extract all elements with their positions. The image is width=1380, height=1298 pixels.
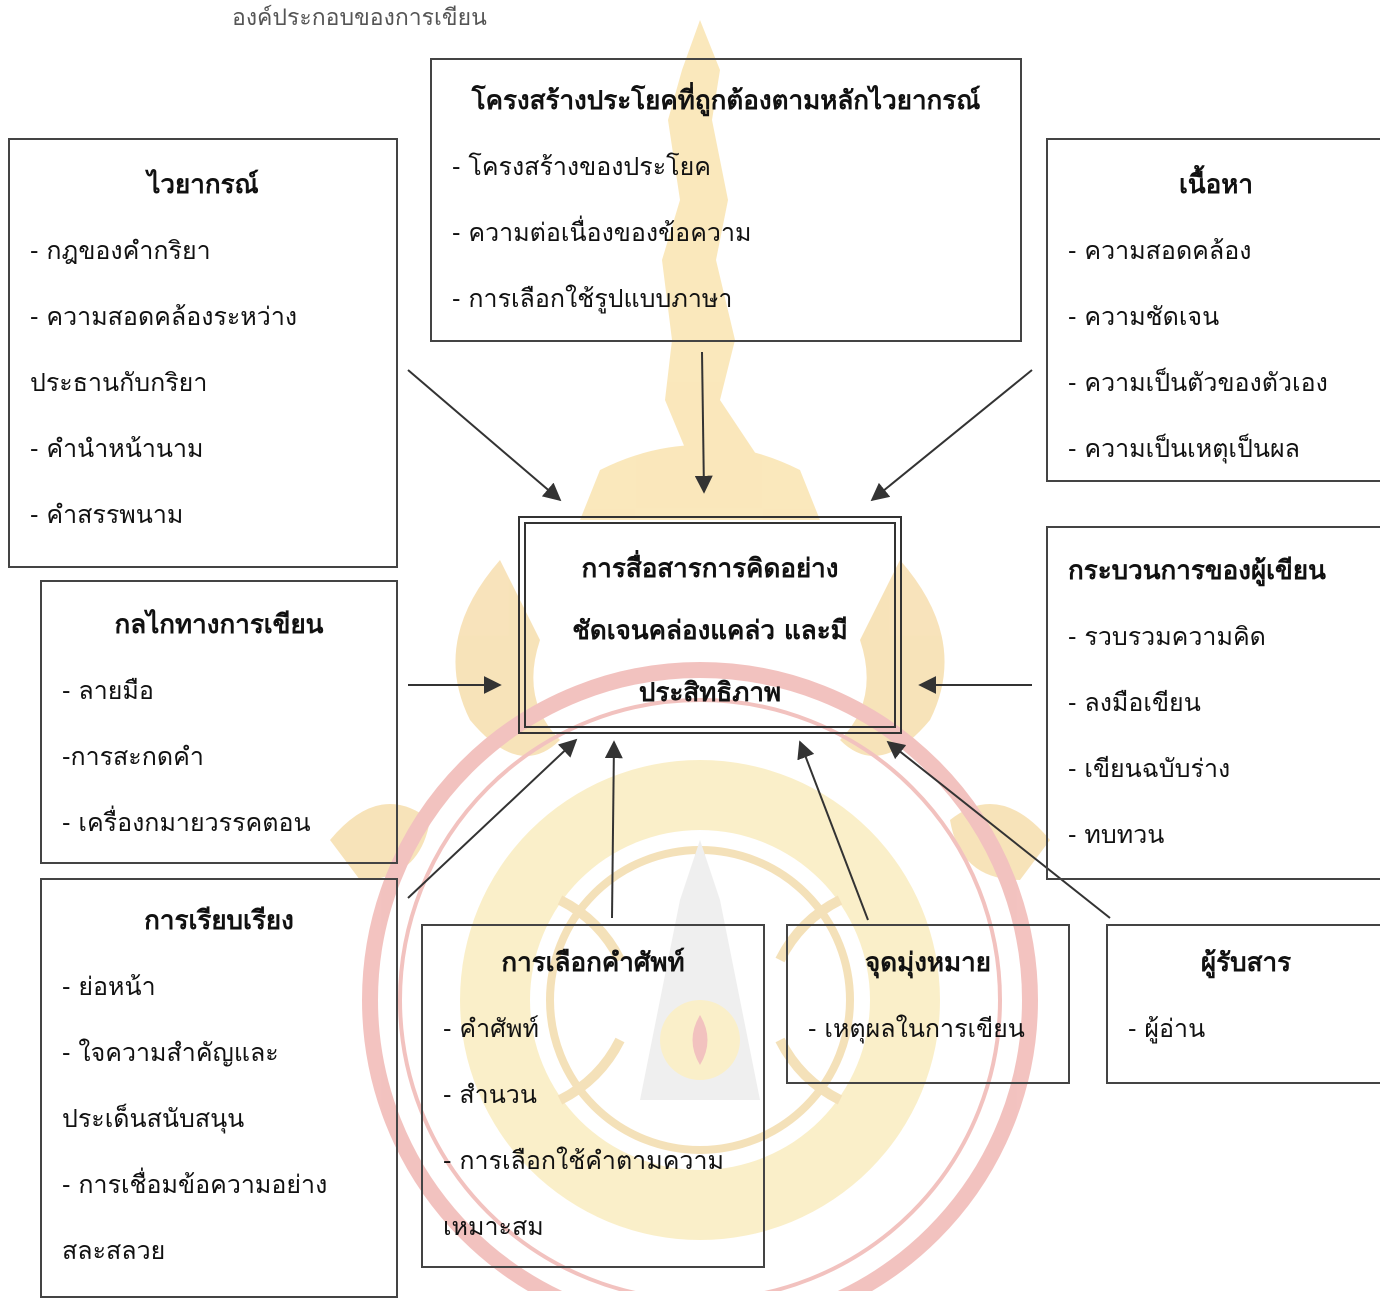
purpose-title: จุดมุ่งหมาย: [864, 948, 992, 978]
arrow-from-grammar: [407, 369, 562, 502]
arrow-from-purpose: [797, 740, 869, 921]
word-choice-item: - การเลือกใช้คำตามความ: [443, 1146, 724, 1175]
arrow-from-structure: [694, 351, 713, 494]
process-item: - ทบทวน: [1068, 820, 1165, 849]
mechanics-title: กลไกทางการเขียน: [114, 610, 324, 640]
audience-box: ผู้รับสาร - ผู้อ่าน: [1106, 924, 1380, 1084]
purpose-box: จุดมุ่งหมาย - เหตุผลในการเขียน: [786, 924, 1070, 1084]
purpose-item: - เหตุผลในการเขียน: [808, 1014, 1025, 1043]
grammar-item: - ความสอดคล้องระหว่าง: [30, 302, 298, 331]
organization-item: - การเชื่อมข้อความอย่าง: [62, 1170, 328, 1199]
structure-item: - โครงสร้างของประโยค: [452, 152, 711, 181]
structure-item: - ความต่อเนื่องของข้อความ: [452, 218, 752, 247]
mechanics-item: -การสะกดคำ: [62, 742, 204, 771]
grammar-item: - คำนำหน้านาม: [30, 434, 204, 463]
content-item: - ความชัดเจน: [1068, 302, 1220, 331]
organization-item: - ย่อหน้า: [62, 972, 156, 1001]
word-choice-item: เหมาะสม: [443, 1212, 544, 1241]
word-choice-box: การเลือกคำศัพท์ - คำศัพท์ - สำนวน - การเ…: [421, 924, 765, 1268]
central-goal-line: การสื่อสารการคิดอย่าง: [581, 554, 839, 584]
central-goal-line: ประสิทธิภาพ: [638, 678, 782, 708]
mechanics-item: - ลายมือ: [62, 676, 154, 705]
word-choice-item: - คำศัพท์: [443, 1014, 539, 1043]
grammar-item: - คำสรรพนาม: [30, 500, 184, 529]
central-goal-line: ชัดเจนคล่องแคล่ว และมี: [572, 616, 848, 646]
organization-box: การเรียบเรียง - ย่อหน้า - ใจความสำคัญและ…: [40, 878, 398, 1298]
organization-item: สละสลวย: [62, 1236, 166, 1265]
process-item: - ลงมือเขียน: [1068, 688, 1201, 717]
process-item: - รวบรวมความคิด: [1068, 622, 1266, 651]
structure-title: โครงสร้างประโยคที่ถูกต้องตามหลักไวยากรณ์: [471, 86, 981, 116]
grammar-item: ประธานกับกริยา: [30, 368, 208, 397]
mechanics-item: - เครื่องกมายวรรคตอน: [62, 808, 311, 837]
audience-title: ผู้รับสาร: [1200, 948, 1292, 978]
process-item: - เขียนฉบับร่าง: [1068, 754, 1231, 783]
content-item: - ความเป็นตัวของตัวเอง: [1068, 368, 1328, 397]
grammar-title: ไวยากรณ์: [147, 170, 259, 200]
grammar-item: - กฎของคำกริยา: [30, 236, 211, 265]
structure-item: - การเลือกใช้รูปแบบภาษา: [452, 284, 733, 313]
organization-item: ประเด็นสนับสนุน: [62, 1104, 245, 1133]
central-goal-box: การสื่อสารการคิดอย่าง ชัดเจนคล่องแคล่ว แ…: [518, 516, 902, 734]
content-item: - ความสอดคล้อง: [1068, 236, 1252, 265]
word-choice-item: - สำนวน: [443, 1080, 537, 1109]
content-title: เนื้อหา: [1178, 170, 1253, 200]
organization-title: การเรียบเรียง: [144, 906, 294, 936]
process-title: กระบวนการของผู้เขียน: [1068, 556, 1326, 586]
arrow-from-word-choice: [604, 740, 623, 919]
organization-item: - ใจความสำคัญและ: [62, 1038, 279, 1067]
mechanics-box: กลไกทางการเขียน - ลายมือ -การสะกดคำ - เค…: [40, 580, 398, 864]
arrow-from-audience: [886, 740, 1111, 919]
arrow-from-content: [870, 369, 1033, 502]
grammar-box: ไวยากรณ์ - กฎของคำกริยา - ความสอดคล้องระ…: [8, 138, 398, 568]
audience-item: - ผู้อ่าน: [1128, 1014, 1206, 1043]
figure-caption: องค์ประกอบของการเขียน: [232, 5, 487, 31]
word-choice-title: การเลือกคำศัพท์: [501, 948, 685, 978]
content-box: เนื้อหา - ความสอดคล้อง - ความชัดเจน - คว…: [1046, 138, 1380, 482]
process-box: กระบวนการของผู้เขียน - รวบรวมความคิด - ล…: [1046, 526, 1380, 880]
content-item: - ความเป็นเหตุเป็นผล: [1068, 434, 1300, 463]
structure-box: โครงสร้างประโยคที่ถูกต้องตามหลักไวยากรณ์…: [430, 58, 1022, 342]
arrow-from-organization: [407, 738, 578, 899]
central-goal-inner: การสื่อสารการคิดอย่าง ชัดเจนคล่องแคล่ว แ…: [524, 522, 896, 728]
